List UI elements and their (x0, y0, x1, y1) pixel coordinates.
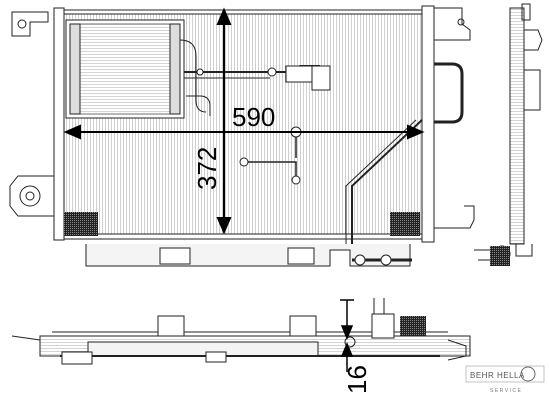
bottom-left-seal (64, 212, 98, 236)
left-header-tank (53, 7, 65, 241)
top-view (11, 298, 471, 365)
brand-sub: SERVICE (490, 388, 522, 394)
depth-dimension (340, 299, 354, 372)
side-view (474, 3, 543, 266)
dimension-lines (63, 7, 425, 235)
top-left-bracket (11, 11, 49, 37)
diagonal-pipe (351, 119, 423, 244)
front-view (9, 5, 475, 267)
right-loop-pipe (434, 62, 464, 124)
height-dimension-label: 372 (192, 147, 222, 190)
depth-dimension-label: 16 (342, 365, 372, 394)
center-fitting (244, 134, 297, 176)
brand-logo: BEHR HELLA SERVICE (465, 365, 545, 394)
left-side-bracket (9, 175, 54, 217)
width-dimension-label: 590 (232, 102, 275, 132)
right-header-tank (421, 5, 435, 243)
top-right-bracket (434, 7, 471, 41)
brand-name: BEHR HELLA (470, 371, 525, 380)
bottom-right-seal (390, 212, 420, 236)
